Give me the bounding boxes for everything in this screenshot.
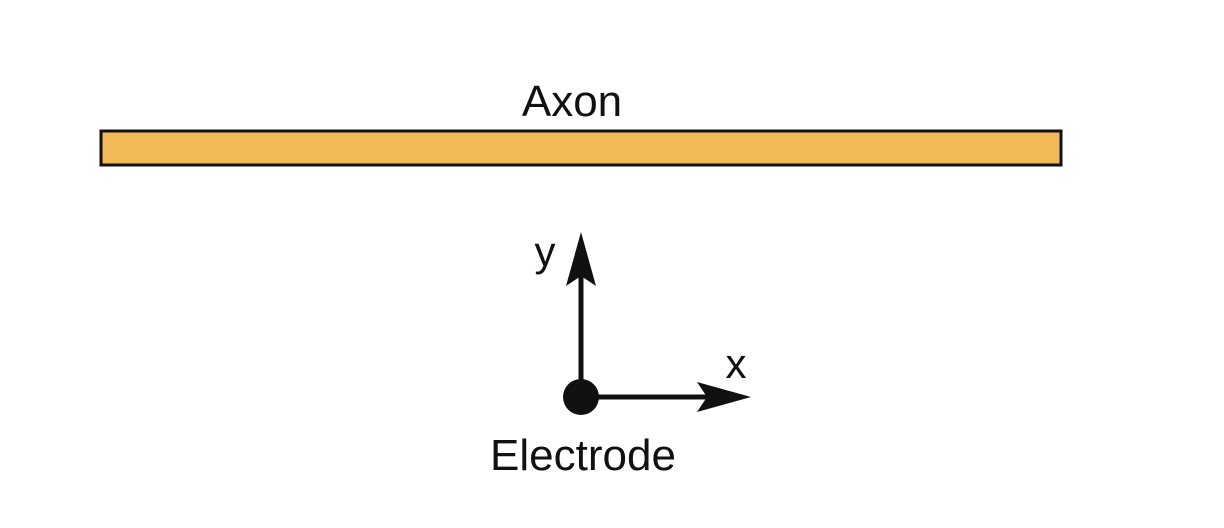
y-axis-label: y — [535, 228, 556, 275]
x-axis-arrowhead — [697, 382, 751, 412]
y-axis-arrowhead — [566, 232, 596, 286]
electrode-label: Electrode — [490, 431, 676, 480]
axon-label: Axon — [522, 77, 622, 126]
axon-bar — [99, 129, 1063, 167]
electrode-dot — [563, 379, 599, 415]
x-axis-label: x — [726, 340, 747, 387]
